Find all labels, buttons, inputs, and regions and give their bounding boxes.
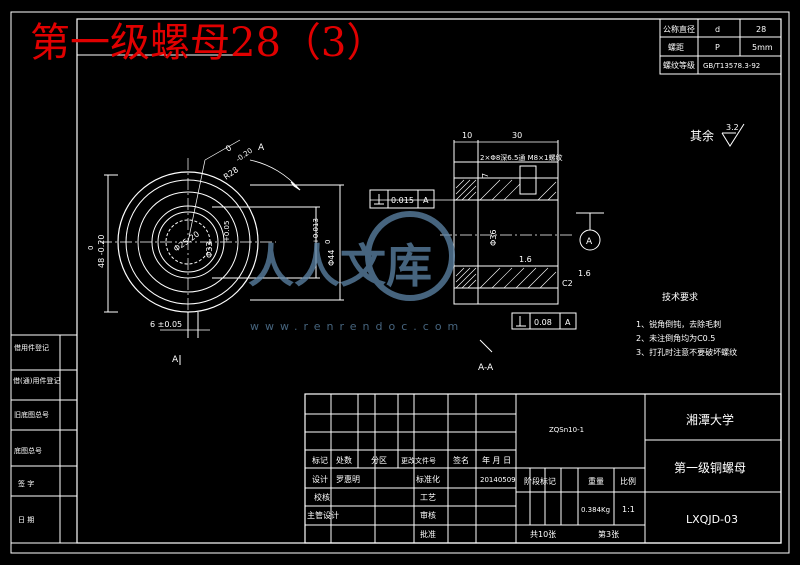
watermark-text: 人人文库 <box>248 239 432 293</box>
thread-row1-val: 28 <box>756 25 766 34</box>
tolerance-ref-2: A <box>565 318 571 327</box>
tb-header-2: 处数 <box>336 455 352 465</box>
section-dim-mid: Φ36 <box>489 230 498 246</box>
tb-weight: 0.384Kg <box>581 506 610 514</box>
tb-header-3: 分区 <box>371 456 387 465</box>
left-strip-6: 日 期 <box>18 516 34 524</box>
datum-label: A <box>586 237 593 247</box>
thread-row2-val: 5mm <box>752 43 773 52</box>
title-block-grid <box>304 393 782 544</box>
tb-designer-name: 罗惠明 <box>336 474 360 484</box>
front-dim-right-tol: +0.013 <box>312 218 320 244</box>
tb-sheet-no: 第3张 <box>598 529 619 539</box>
tolerance-frame-2: 0.08 A <box>511 312 577 330</box>
tb-scale-label: 比例 <box>620 476 636 486</box>
tolerance-value-2: 0.08 <box>534 318 552 327</box>
front-dim-left-zero: 0 <box>87 246 95 250</box>
tb-date: 20140509 <box>480 476 516 484</box>
tech-req-item-1: 1、锐角倒钝，去除毛刺 <box>636 319 721 329</box>
view-label-a-top: A <box>258 143 265 153</box>
watermark-url: www.renrendoc.com <box>250 320 464 333</box>
tb-scale: 1:1 <box>622 505 635 514</box>
tb-material: ZQSn10-1 <box>549 426 584 434</box>
thread-row1-sym: d <box>715 25 720 34</box>
left-strip-table <box>10 334 78 544</box>
view-label-a-bottom: A <box>172 355 179 365</box>
tb-chief: 主管设计 <box>307 510 339 520</box>
left-strip-3: 旧底图总号 <box>14 410 49 419</box>
tech-req-title: 技术要求 <box>662 291 698 303</box>
front-dim-radius: R28 <box>222 165 240 181</box>
thread-row3-val: GB/T13578.3-92 <box>703 62 760 70</box>
thread-row2-name: 螺距 <box>668 42 684 52</box>
left-strip-1: 借用件登记 <box>14 343 49 352</box>
tb-sheets-total: 共10张 <box>530 530 556 539</box>
section-hole-note: 2×Φ8深6.5通 M8×1螺纹 <box>480 153 562 162</box>
front-dim-inner: Φ25.20 <box>172 230 201 254</box>
section-view <box>370 140 604 353</box>
tb-school: 湘潭大学 <box>686 412 734 427</box>
tb-process: 工艺 <box>420 493 436 502</box>
front-dim-angle: 0 <box>224 143 233 153</box>
tech-req-item-2: 2、未注倒角均为C0.5 <box>636 333 715 343</box>
section-rough1: 1.6 <box>519 255 532 264</box>
tolerance-value-1: 0.015 <box>391 196 414 205</box>
tolerance-frame-1: 0.015 A <box>369 189 435 209</box>
tb-header-6: 年 月 日 <box>482 455 511 465</box>
front-dim-right: Φ44 <box>327 250 336 266</box>
tb-weight-label: 重量 <box>588 476 604 486</box>
header-title: 第一级螺母28（3） <box>30 20 386 66</box>
roughness-label: 其余 <box>690 128 714 143</box>
section-dim-depth: 7 <box>481 173 490 178</box>
watermark: 人人文库 www.renrendoc.com <box>248 211 464 333</box>
front-dim-mid: Φ33 <box>205 242 214 258</box>
left-strip-2: 借(通)用件登记 <box>13 376 60 385</box>
thread-row3-name: 螺纹等级 <box>663 60 695 70</box>
thread-row1-name: 公称直径 <box>663 24 695 34</box>
tech-req-item-3: 3、打孔时注意不要破坏螺纹 <box>636 347 737 357</box>
front-view <box>100 139 344 365</box>
tb-review: 审核 <box>420 510 436 520</box>
tb-standard: 标准化 <box>416 474 440 484</box>
tb-part-name: 第一级铜螺母 <box>674 460 746 475</box>
front-dim-right-zero: 0 <box>324 240 332 244</box>
tb-drawing-no: LXQJD-03 <box>686 513 738 526</box>
tb-header-5: 签名 <box>453 455 469 465</box>
section-dim-top-left: 10 <box>462 131 472 140</box>
tb-header-1: 标记 <box>312 455 328 465</box>
thread-table: 公称直径 d 28 螺距 P 5mm 螺纹等级 GB/T13578.3-92 <box>659 18 782 75</box>
section-hatching <box>455 179 557 289</box>
section-dim-top-width: 30 <box>512 131 522 140</box>
roughness-value: 3.2 <box>726 123 739 132</box>
section-rough2: 1.6 <box>578 269 591 278</box>
front-dim-bottom: 6 ±0.05 <box>150 320 182 329</box>
front-dim-tol-small: +0.05 <box>223 221 231 242</box>
left-strip-4: 底图总号 <box>14 446 42 455</box>
roughness-symbol-icon <box>721 123 745 147</box>
tb-checker: 校核 <box>314 492 330 502</box>
thread-row2-sym: P <box>715 43 720 52</box>
tb-designer-label: 设计 <box>312 474 328 484</box>
left-strip-5: 签 字 <box>18 479 34 488</box>
tb-stage-label: 阶段标记 <box>524 476 556 486</box>
section-label: A-A <box>478 363 494 373</box>
tolerance-ref-1: A <box>423 196 429 205</box>
outer-border <box>10 11 790 554</box>
tb-approve: 批准 <box>420 529 436 539</box>
tb-header-4: 更改文件号 <box>401 456 436 465</box>
front-dim-tol: -0.20 <box>235 147 254 164</box>
front-dim-left: 48 -0.20 <box>97 235 106 268</box>
section-chamfer: C2 <box>562 279 573 288</box>
